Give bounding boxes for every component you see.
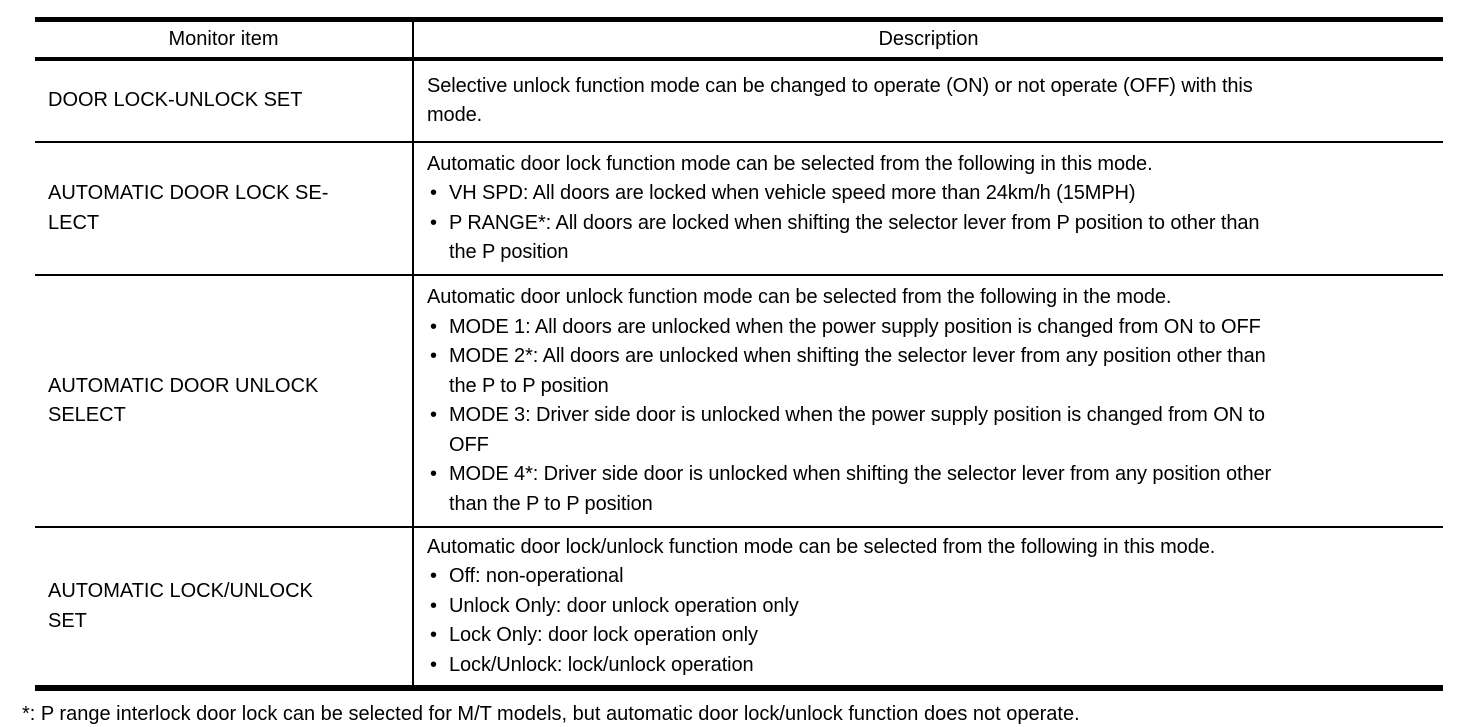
table-row: AUTOMATIC LOCK/UNLOCK SET Automatic door… — [35, 527, 1443, 688]
description-cell: Automatic door unlock function mode can … — [412, 275, 1443, 527]
monitor-item-cell: AUTOMATIC LOCK/UNLOCK SET — [48, 580, 313, 632]
description-intro: Automatic door unlock function mode can … — [427, 286, 1172, 308]
description-cell: Selective unlock function mode can be ch… — [412, 59, 1443, 142]
bullet-item: Off: non-operational — [427, 562, 1441, 592]
bullet-item: VH SPD: All doors are locked when vehicl… — [427, 179, 1441, 209]
monitor-item-cell: DOOR LOCK-UNLOCK SET — [48, 89, 303, 112]
column-header-description: Description — [412, 19, 1443, 59]
description-intro: Selective unlock function mode can be ch… — [427, 74, 1253, 127]
monitor-item-cell: AUTOMATIC DOOR UNLOCK SELECT — [48, 374, 319, 427]
description-intro: Automatic door lock function mode can be… — [427, 152, 1153, 175]
bullet-item: MODE 2*: All doors are unlocked when shi… — [427, 342, 1441, 401]
bullet-list: Off: non-operationalUnlock Only: door un… — [427, 562, 1441, 680]
table-row: AUTOMATIC DOOR UNLOCK SELECT Automatic d… — [35, 275, 1443, 527]
description-cell: Automatic door lock/unlock function mode… — [412, 527, 1443, 688]
bullet-list: VH SPD: All doors are locked when vehicl… — [427, 179, 1441, 268]
monitor-item-cell: AUTOMATIC DOOR LOCK SE- LECT — [48, 182, 329, 234]
footnote: *: P range interlock door lock can be se… — [22, 703, 1080, 725]
bullet-item: MODE 3: Driver side door is unlocked whe… — [427, 401, 1441, 460]
table-row: DOOR LOCK-UNLOCK SET Selective unlock fu… — [35, 59, 1443, 142]
bullet-item: MODE 4*: Driver side door is unlocked wh… — [427, 460, 1441, 519]
description-intro: Automatic door lock/unlock function mode… — [427, 535, 1216, 558]
bullet-item: P RANGE*: All doors are locked when shif… — [427, 209, 1441, 268]
bullet-item: Lock Only: door lock operation only — [427, 621, 1441, 651]
monitor-item-table: Monitor item Description DOOR LOCK-UNLOC… — [35, 17, 1443, 691]
description-cell: Automatic door lock function mode can be… — [412, 142, 1443, 275]
table-header-row: Monitor item Description — [35, 19, 1443, 59]
table-row: AUTOMATIC DOOR LOCK SE- LECT Automatic d… — [35, 142, 1443, 275]
bullet-item: MODE 1: All doors are unlocked when the … — [427, 313, 1441, 343]
table-body: DOOR LOCK-UNLOCK SET Selective unlock fu… — [35, 59, 1443, 688]
bullet-item: Unlock Only: door unlock operation only — [427, 592, 1441, 622]
bullet-list: MODE 1: All doors are unlocked when the … — [427, 313, 1441, 520]
bullet-item: Lock/Unlock: lock/unlock operation — [427, 651, 1441, 681]
column-header-monitor-item: Monitor item — [168, 28, 279, 50]
